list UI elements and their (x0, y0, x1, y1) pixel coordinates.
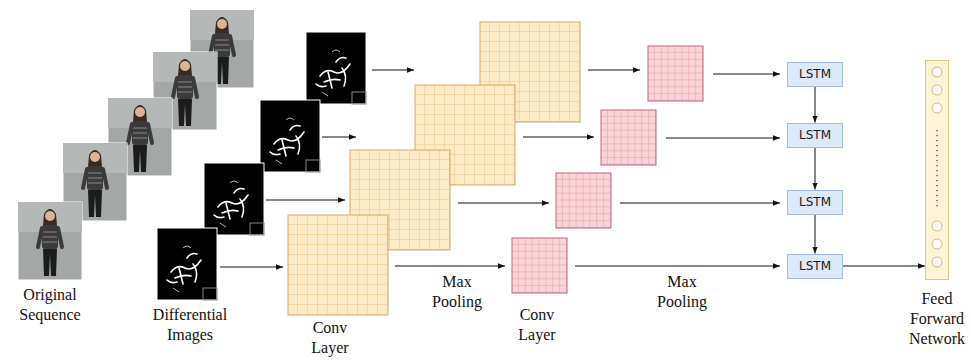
lstm-cell: LSTM (787, 254, 843, 279)
connector (815, 148, 816, 190)
stage-label: Max Pooling (650, 272, 714, 312)
stage-label: Conv Layer (511, 305, 563, 345)
lstm-cell: LSTM (787, 123, 843, 148)
connector (843, 266, 925, 267)
connector (815, 87, 816, 123)
lstm-label: LSTM (799, 259, 831, 273)
lstm-cell: LSTM (787, 62, 843, 87)
flow-arrows (220, 70, 780, 267)
network-label: Feed Forward Network (904, 289, 970, 349)
connector (815, 215, 816, 254)
lstm-label: LSTM (799, 67, 831, 81)
conv-grids (288, 22, 580, 315)
lstm-cell: LSTM (787, 190, 843, 215)
stage-label: Conv Layer (304, 318, 356, 358)
lstm-label: LSTM (799, 195, 831, 209)
stage-label: Original Sequence (12, 285, 88, 325)
neuron-column (925, 60, 949, 280)
stage-label: Differential Images (144, 305, 236, 345)
feed-forward-network: Feed Forward Network (925, 60, 949, 280)
stage-label: Max Pooling (425, 272, 489, 312)
pooled-grids (512, 46, 703, 293)
original-frames (18, 10, 254, 280)
lstm-label: LSTM (799, 128, 831, 142)
